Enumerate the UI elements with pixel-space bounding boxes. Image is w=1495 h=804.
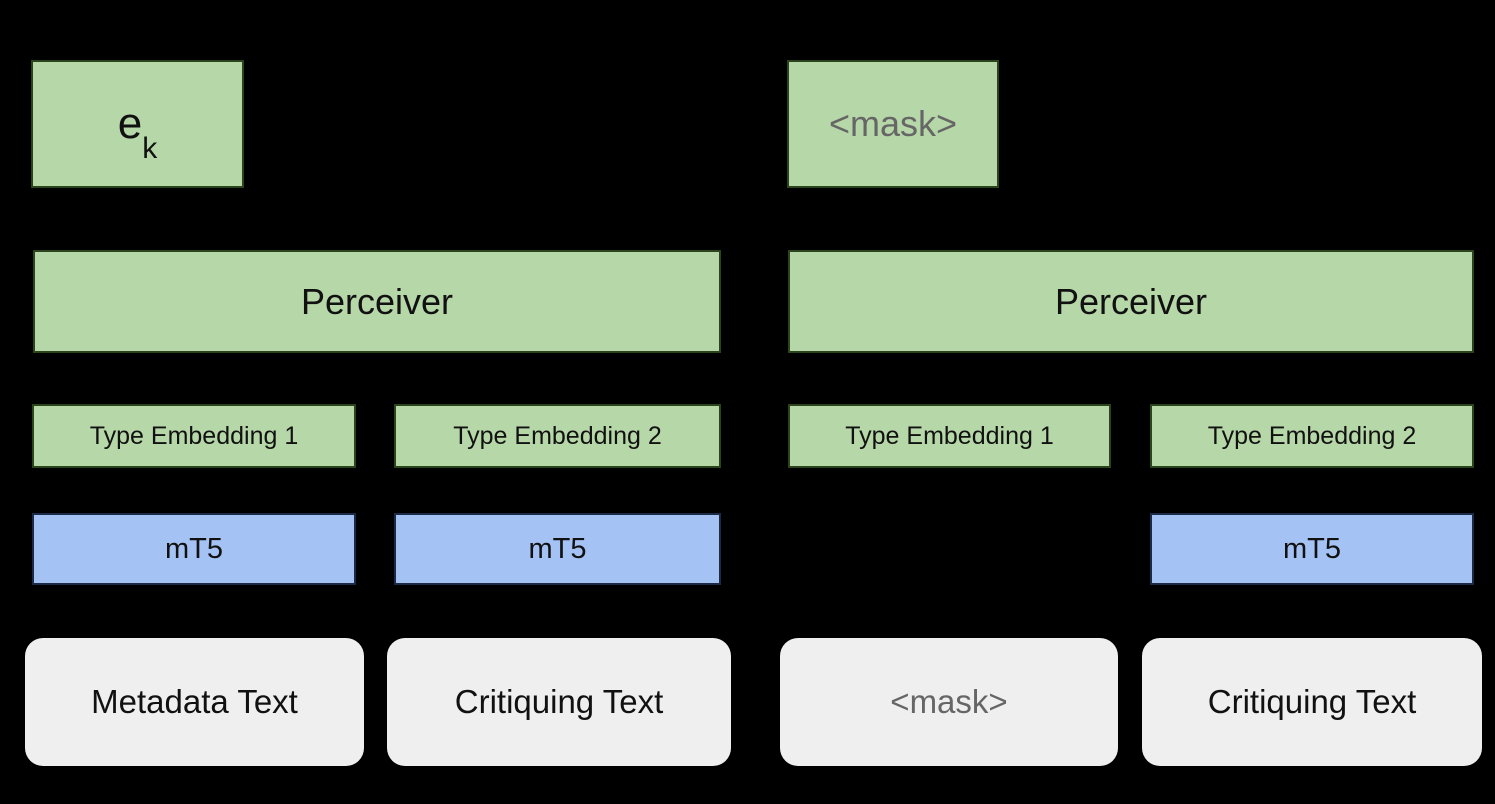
- mt5-label: mT5: [528, 532, 587, 565]
- perceiver-label: Perceiver: [300, 280, 454, 322]
- mt5-encoder-box-left-2: mT5: [394, 513, 721, 585]
- mt5-encoder-box-left-1: mT5: [32, 513, 356, 585]
- critiquing-text-label: Critiquing Text: [1207, 683, 1417, 720]
- type-embedding-1-label: Type Embedding 1: [845, 421, 1054, 450]
- type-embedding-2-box-left: Type Embedding 2: [394, 404, 721, 468]
- embedding-output-box: ek: [31, 60, 244, 188]
- critiquing-text-label: Critiquing Text: [454, 683, 664, 720]
- perceiver-box-left: Perceiver: [33, 250, 721, 353]
- perceiver-box-right: Perceiver: [788, 250, 1474, 353]
- mt5-encoder-box-right: mT5: [1150, 513, 1474, 585]
- critiquing-text-input-box-right: Critiquing Text: [1142, 638, 1482, 766]
- type-embedding-2-label: Type Embedding 2: [453, 421, 662, 450]
- type-embedding-2-label: Type Embedding 2: [1207, 421, 1417, 450]
- mt5-label: mT5: [1283, 532, 1341, 565]
- mt5-label: mT5: [165, 532, 223, 565]
- type-embedding-1-box-right: Type Embedding 1: [788, 404, 1111, 468]
- metadata-text-input-box: Metadata Text: [25, 638, 364, 766]
- mask-output-label: <mask>: [828, 103, 958, 144]
- perceiver-label: Perceiver: [1054, 280, 1208, 322]
- type-embedding-1-label: Type Embedding 1: [89, 421, 299, 450]
- metadata-text-label: Metadata Text: [91, 683, 298, 720]
- type-embedding-2-box-right: Type Embedding 2: [1150, 404, 1474, 468]
- mask-output-box: <mask>: [787, 60, 999, 188]
- embedding-subscript: k: [142, 131, 158, 165]
- embedding-output-label: ek: [117, 99, 158, 165]
- mask-input-label: <mask>: [890, 683, 1008, 720]
- mask-input-box: <mask>: [780, 638, 1118, 766]
- critiquing-text-input-box-left: Critiquing Text: [387, 638, 731, 766]
- type-embedding-1-box-left: Type Embedding 1: [32, 404, 356, 468]
